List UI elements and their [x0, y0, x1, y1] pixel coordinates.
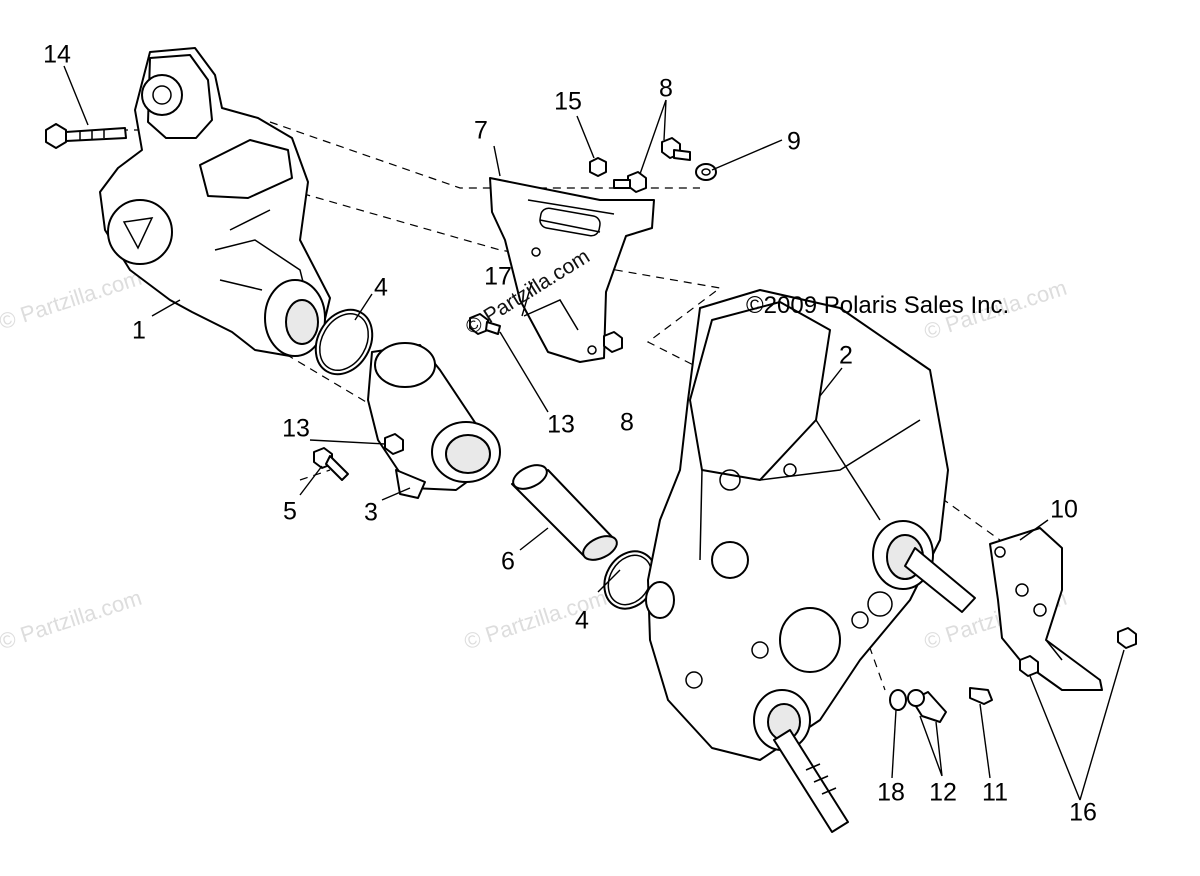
bolt-13-left: [384, 433, 404, 455]
callout-8: 8: [659, 74, 673, 103]
callout-9: 9: [787, 127, 801, 156]
callout-4: 4: [575, 606, 589, 635]
copyright-notice: ©2009 Polaris Sales Inc.: [746, 292, 1010, 319]
callout-6: 6: [501, 547, 515, 576]
callout-12: 12: [929, 778, 957, 807]
callout-17: 17: [484, 262, 512, 291]
callout-3: 3: [364, 498, 378, 527]
washer-9: [695, 163, 717, 181]
callout-10: 10: [1050, 495, 1078, 524]
leader-lines: [63, 65, 1125, 801]
bolt-14: [45, 123, 127, 149]
callout-7: 7: [474, 116, 488, 145]
bolt-5: [313, 447, 349, 481]
prop-housing-3: [367, 342, 501, 499]
sensor-12: [907, 689, 947, 723]
callout-4: 4: [374, 273, 388, 302]
callout-5: 5: [283, 497, 297, 526]
callout-16: 16: [1069, 798, 1097, 827]
callout-8: 8: [620, 408, 634, 437]
bolt-8-lower: [603, 331, 623, 353]
callout-14: 14: [43, 40, 71, 69]
bolts-16: [1019, 627, 1137, 677]
bracket-10: [989, 527, 1103, 691]
bolt-8-upper: [613, 137, 691, 193]
o-ring-18: [889, 689, 907, 711]
front-gearcase-1: [99, 47, 331, 357]
o-ring-4-upper: [314, 308, 374, 376]
callout-11: 11: [982, 778, 1008, 807]
bolt-13-right: [469, 313, 501, 335]
callout-13: 13: [547, 410, 575, 439]
callout-15: 15: [554, 87, 582, 116]
screw-11: [969, 687, 993, 705]
transmission-2: [645, 289, 976, 833]
callout-1: 1: [132, 316, 146, 345]
callout-2: 2: [839, 341, 853, 370]
nut-15: [589, 157, 607, 177]
bracket-7: [489, 177, 655, 363]
sleeve-6: [511, 464, 618, 561]
callout-18: 18: [877, 778, 905, 807]
callout-13: 13: [282, 414, 310, 443]
